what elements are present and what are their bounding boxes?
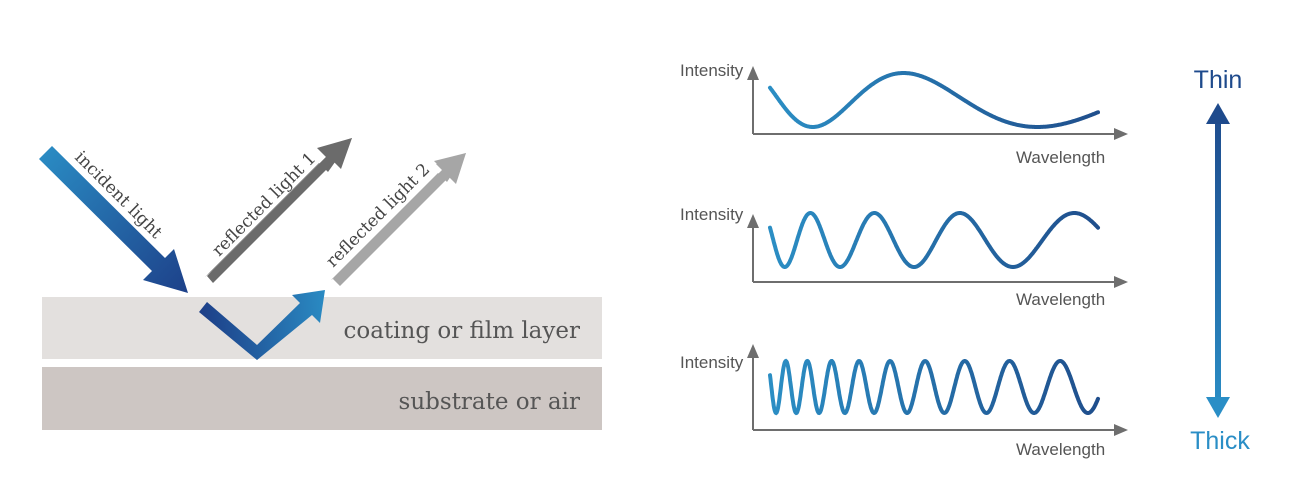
graph-thin-curve <box>768 71 1100 129</box>
graph-thin-x-label: Wavelength <box>1016 148 1105 167</box>
reflected-light-1-ray <box>205 138 352 283</box>
substrate-layer-label: substrate or air <box>399 389 580 415</box>
graph-medium-curve <box>768 211 1100 269</box>
reflected-light-2-ray <box>331 153 466 286</box>
graph-thin-y-label: Intensity <box>680 61 744 80</box>
graph-medium-x-label: Wavelength <box>1016 290 1105 309</box>
coating-layer-label: coating or film layer <box>343 318 580 344</box>
graph-thick-y-label: Intensity <box>680 353 744 372</box>
graph-medium: Intensity Wavelength <box>680 205 1128 309</box>
reflected-light-1-label: reflected light 1 <box>208 149 320 261</box>
graph-thick: Intensity Wavelength <box>680 344 1128 459</box>
arrow-down-icon <box>1206 397 1230 418</box>
graph-thin: Intensity Wavelength <box>680 61 1128 167</box>
arrow-up-icon <box>1206 103 1230 124</box>
thickness-thin-label: Thin <box>1194 66 1243 94</box>
reflected-light-2-label: reflected light 2 <box>322 160 434 272</box>
refracted-light-path <box>199 290 325 360</box>
thickness-thick-label: Thick <box>1190 427 1250 455</box>
graph-medium-y-label: Intensity <box>680 205 744 224</box>
graph-thick-curve <box>768 358 1100 416</box>
graph-thick-x-label: Wavelength <box>1016 440 1105 459</box>
substrate-layer <box>42 367 602 430</box>
thickness-scale: Thin Thick <box>1190 66 1250 455</box>
incident-light-ray <box>39 146 188 293</box>
